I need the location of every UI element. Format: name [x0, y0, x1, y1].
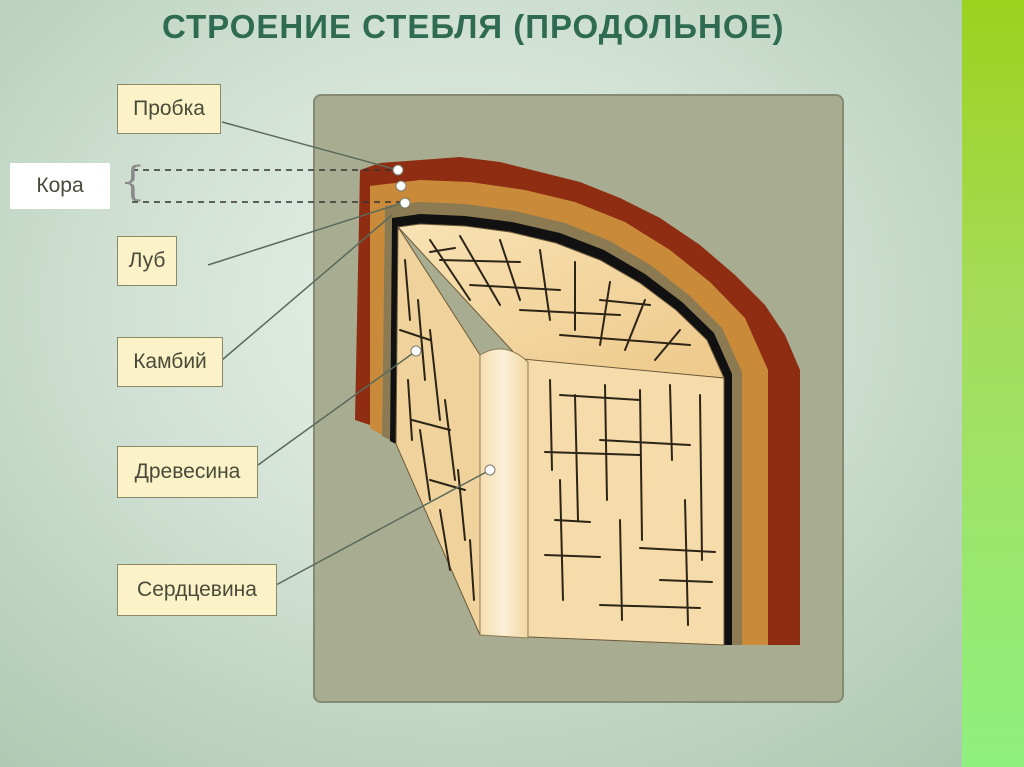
- label-kora: Кора: [10, 163, 110, 209]
- wood-rays: [429, 235, 691, 361]
- leader-lines: [207, 121, 491, 586]
- label-drevesina: Древесина: [117, 446, 258, 498]
- label-lub: Луб: [117, 236, 177, 286]
- kora-brace-icon: {: [120, 159, 146, 205]
- pointer-dots: [392, 164, 496, 476]
- accent-side-bar: [962, 0, 1024, 767]
- page-title: СТРОЕНИЕ СТЕБЛЯ (ПРОДОЛЬНОЕ): [162, 8, 785, 45]
- label-probka: Пробка: [117, 84, 221, 134]
- wood-front-grain: [544, 379, 716, 626]
- pith-column: [479, 348, 529, 639]
- label-serdtsevina: Сердцевина: [117, 564, 277, 616]
- wood-left-streaks: [399, 259, 475, 601]
- label-kambiy: Камбий: [117, 337, 223, 387]
- kora-dashed-guides: [132, 169, 402, 203]
